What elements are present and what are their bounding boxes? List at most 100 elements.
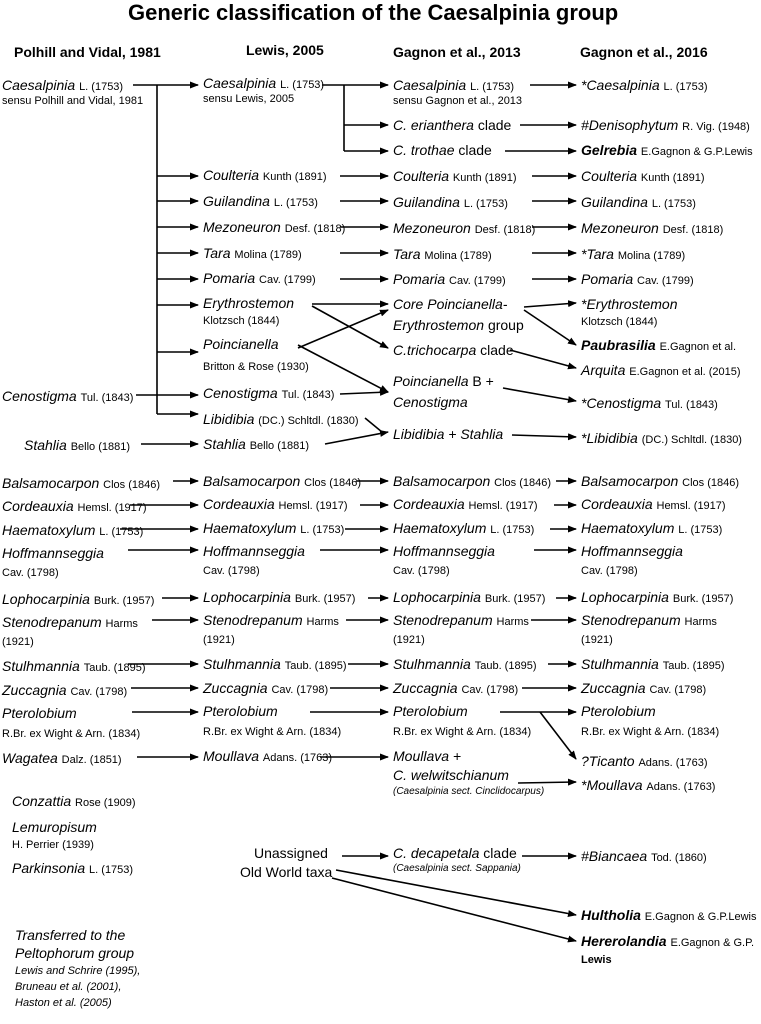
c3-decapetala-section: (Caesalpinia sect. Sappania) <box>393 863 521 874</box>
c4-hoffmannseggia-auth: Cav. (1798) <box>581 565 638 577</box>
c4-moullava: *Moullava Adans. (1763) <box>581 777 716 793</box>
c4-guilandina: Guilandina L. (1753) <box>581 194 696 210</box>
c2-stulhmannia: Stulhmannia Taub. (1895) <box>203 656 347 672</box>
arrow-poincianella-b <box>297 344 389 393</box>
arrow-poincianella-core <box>297 309 389 349</box>
c3-tara: Tara Molina (1789) <box>393 246 492 262</box>
c1-balsamocarpon: Balsamocarpon Clos (1846) <box>2 475 161 491</box>
c1-pterolobium-auth: R.Br. ex Wight & Arn. (1834) <box>2 728 141 740</box>
c3-core-poincianella: Core Poincianella- <box>393 296 508 312</box>
c2-moullava: Moullava Adans. (1763) <box>203 748 333 764</box>
c1-stulhmannia: Stulhmannia Taub. (1895) <box>2 658 146 674</box>
arrow-core-paubrasilia <box>523 309 577 346</box>
c3-trichocarpa-clade: C.trichocarpa clade <box>393 342 514 358</box>
c3-mezoneuron: Mezoneuron Desf. (1818) <box>393 220 536 236</box>
c4-pomaria: Pomaria Cav. (1799) <box>581 271 694 287</box>
c2-cenostigma: Cenostigma Tul. (1843) <box>203 385 335 401</box>
c4-hultholia: Hultholia E.Gagnon & G.P.Lewis <box>581 907 757 923</box>
c2-balsamocarpon: Balsamocarpon Clos (1846) <box>203 473 362 489</box>
c1-cenostigma: Cenostigma Tul. (1843) <box>2 388 134 404</box>
c4-cordeauxia: Cordeauxia Hemsl. (1917) <box>581 496 726 512</box>
c3-guilandina: Guilandina L. (1753) <box>393 194 508 210</box>
c3-lophocarpinia: Lophocarpinia Burk. (1957) <box>393 589 546 605</box>
c3-pterolobium: Pterolobium <box>393 703 468 719</box>
c2-mezoneuron: Mezoneuron Desf. (1818) <box>203 219 346 235</box>
c3-zuccagnia: Zuccagnia Cav. (1798) <box>393 680 519 696</box>
c3-pomaria: Pomaria Cav. (1799) <box>393 271 506 287</box>
c1-stenodrepanum-year: (1921) <box>2 636 34 648</box>
c3-trothae-clade: C. trothae clade <box>393 142 492 158</box>
c4-stenodrepanum-year: (1921) <box>581 634 613 646</box>
c2-hoffmannseggia: Hoffmannseggia <box>203 543 305 559</box>
c4-biancaea: #Biancaea Tod. (1860) <box>581 848 707 864</box>
column-header-gagnon-2013: Gagnon et al., 2013 <box>393 44 521 60</box>
arrow-cenostigma-2-3 <box>339 388 389 396</box>
c4-mezoneuron: Mezoneuron Desf. (1818) <box>581 220 724 236</box>
c4-zuccagnia: Zuccagnia Cav. (1798) <box>581 680 707 696</box>
c3-decapetala-clade: C. decapetala clade <box>393 845 517 861</box>
column-header-gagnon-2016: Gagnon et al., 2016 <box>580 44 708 60</box>
arrow-moullava-3-4 <box>517 778 577 786</box>
column-header-polhill: Polhill and Vidal, 1981 <box>14 44 161 60</box>
c2-caesalpinia: Caesalpinia L. (1753) <box>203 75 325 91</box>
c3-hoffmannseggia-auth: Cav. (1798) <box>393 565 450 577</box>
c3-cenostigma: Cenostigma <box>393 394 468 410</box>
c3-poincianella-b: Poincianella B + <box>393 373 494 389</box>
c3-haematoxylum: Haematoxylum L. (1753) <box>393 520 535 536</box>
c2-cordeauxia: Cordeauxia Hemsl. (1917) <box>203 496 348 512</box>
c1-wagatea: Wagatea Dalz. (1851) <box>2 750 122 766</box>
c2-pterolobium-auth: R.Br. ex Wight & Arn. (1834) <box>203 726 342 738</box>
c4-lophocarpinia: Lophocarpinia Burk. (1957) <box>581 589 734 605</box>
c1-transferred-ref1: Lewis and Schrire (1995), <box>15 965 141 977</box>
c3-hoffmannseggia: Hoffmannseggia <box>393 543 495 559</box>
arrow-trichocarpa-arquita <box>509 349 577 370</box>
c4-stenodrepanum: Stenodrepanum Harms <box>581 612 717 628</box>
c4-gelrebia: Gelrebia E.Gagnon & G.P.Lewis <box>581 142 753 158</box>
c3-welwitschianum: C. welwitschianum <box>393 767 509 783</box>
c1-stenodrepanum: Stenodrepanum Harms <box>2 614 138 630</box>
arrow-unassigned-hultholia <box>335 869 577 917</box>
c2-stenodrepanum: Stenodrepanum Harms <box>203 612 339 628</box>
c4-balsamocarpon: Balsamocarpon Clos (1846) <box>581 473 740 489</box>
c4-pterolobium: Pterolobium <box>581 703 656 719</box>
arrow-erythrostemon-trichocarpa <box>311 305 389 349</box>
c4-cenostigma: *Cenostigma Tul. (1843) <box>581 395 718 411</box>
c3-pterolobium-auth: R.Br. ex Wight & Arn. (1834) <box>393 726 532 738</box>
c1-lophocarpinia: Lophocarpinia Burk. (1957) <box>2 591 155 607</box>
c2-erythrostemon-auth: Klotzsch (1844) <box>203 315 280 327</box>
c1-hoffmannseggia: Hoffmannseggia <box>2 545 104 561</box>
c3-cordeauxia: Cordeauxia Hemsl. (1917) <box>393 496 538 512</box>
c1-parkinsonia: Parkinsonia L. (1753) <box>12 860 134 876</box>
c2-unassigned-line2: Old World taxa <box>240 864 333 880</box>
c2-guilandina: Guilandina L. (1753) <box>203 193 318 209</box>
c1-haematoxylum: Haematoxylum L. (1753) <box>2 522 144 538</box>
c3-coulteria: Coulteria Kunth (1891) <box>393 168 517 184</box>
c1-cordeauxia: Cordeauxia Hemsl. (1917) <box>2 498 147 514</box>
c4-hererolandia: Hererolandia E.Gagnon & G.P. <box>581 933 755 949</box>
c1-transferred-line1: Transferred to the <box>15 927 126 943</box>
c4-denisophytum: #Denisophytum R. Vig. (1948) <box>581 117 750 133</box>
c3-moullava-section: (Caesalpinia sect. Cinclidocarpus) <box>393 786 545 797</box>
c3-erianthera-clade: C. erianthera clade <box>393 117 512 133</box>
column-header-lewis: Lewis, 2005 <box>246 42 324 58</box>
c3-stenodrepanum-year: (1921) <box>393 634 425 646</box>
c1-conzattia: Conzattia Rose (1909) <box>12 793 136 809</box>
c2-erythrostemon: Erythrostemon <box>203 295 295 311</box>
c3-erythrostemon-group: Erythrostemon group <box>393 317 524 333</box>
c2-stahlia: Stahlia Bello (1881) <box>203 436 310 452</box>
c2-stenodrepanum-year: (1921) <box>203 634 235 646</box>
c4-tara: *Tara Molina (1789) <box>581 246 686 262</box>
diagram-title: Generic classification of the Caesalpini… <box>128 0 619 25</box>
c2-lophocarpinia: Lophocarpinia Burk. (1957) <box>203 589 356 605</box>
c2-unassigned-line1: Unassigned <box>254 845 328 861</box>
c1-lemuropisum: Lemuropisum <box>12 819 97 835</box>
c1-transferred-ref3: Haston et al. (2005) <box>15 997 112 1009</box>
arrow-pterolobium-ticanto <box>539 711 577 760</box>
c2-caesalpinia-sensu: sensu Lewis, 2005 <box>203 93 295 105</box>
c2-pterolobium: Pterolobium <box>203 703 278 719</box>
c1-caesalpinia: Caesalpinia L. (1753) <box>2 77 124 93</box>
c4-coulteria: Coulteria Kunth (1891) <box>581 168 705 184</box>
c3-stulhmannia: Stulhmannia Taub. (1895) <box>393 656 537 672</box>
c3-stenodrepanum: Stenodrepanum Harms <box>393 612 529 628</box>
arrow-core-erythrostemon <box>523 300 577 308</box>
